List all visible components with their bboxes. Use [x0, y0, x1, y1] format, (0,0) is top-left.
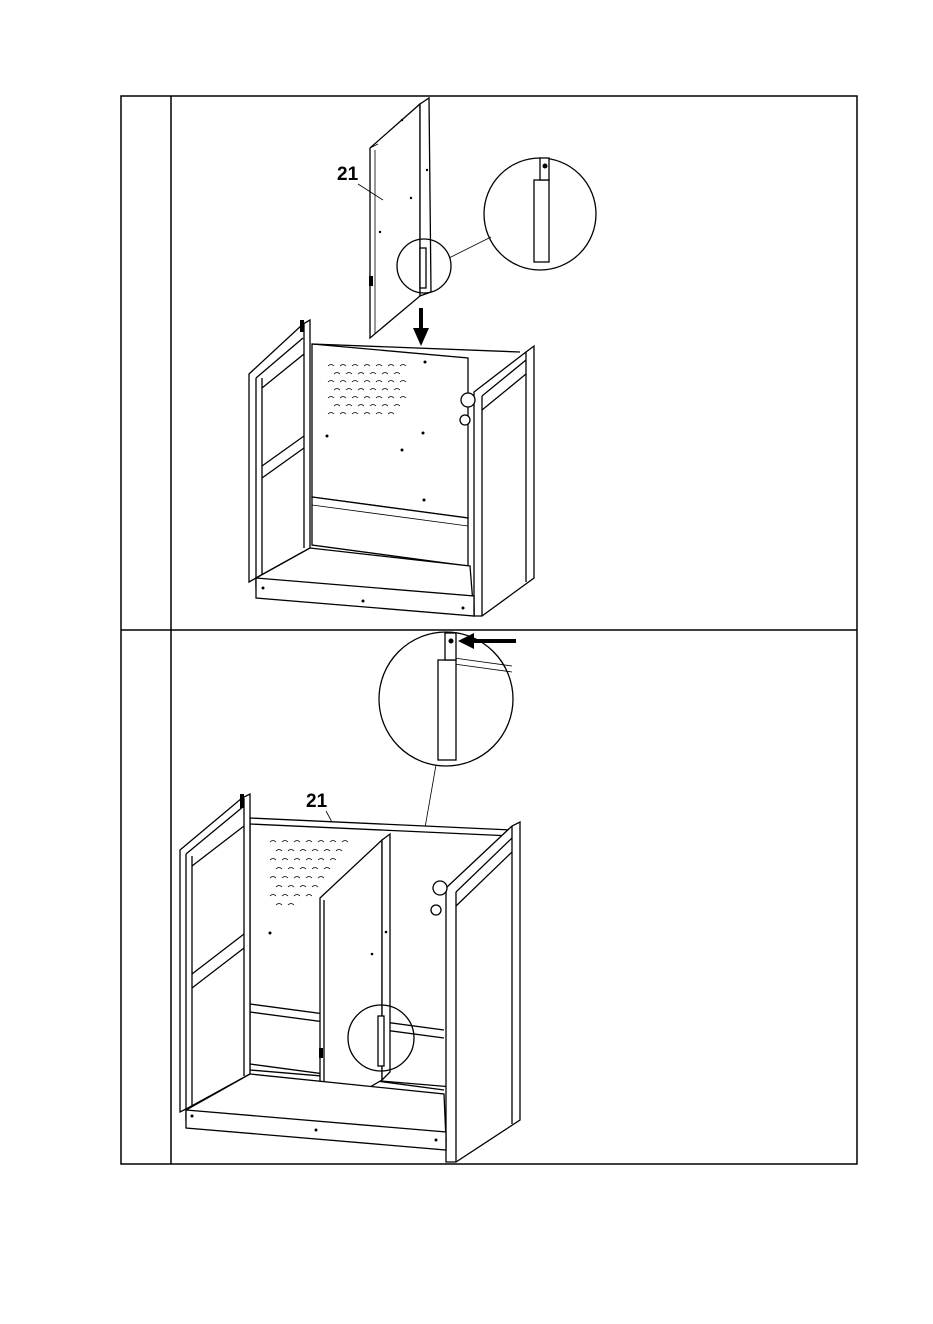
part-number-label: 21	[337, 164, 359, 185]
step-2-panel: 21	[180, 632, 520, 1162]
step-1-panel: 21	[249, 98, 596, 616]
cabinet-frame-illustration	[249, 320, 534, 616]
cabinet-with-panel-illustration	[180, 794, 520, 1162]
panel-21-illustration	[369, 98, 431, 338]
part-number-label: 21	[306, 791, 328, 812]
down-arrow-icon	[413, 308, 429, 346]
